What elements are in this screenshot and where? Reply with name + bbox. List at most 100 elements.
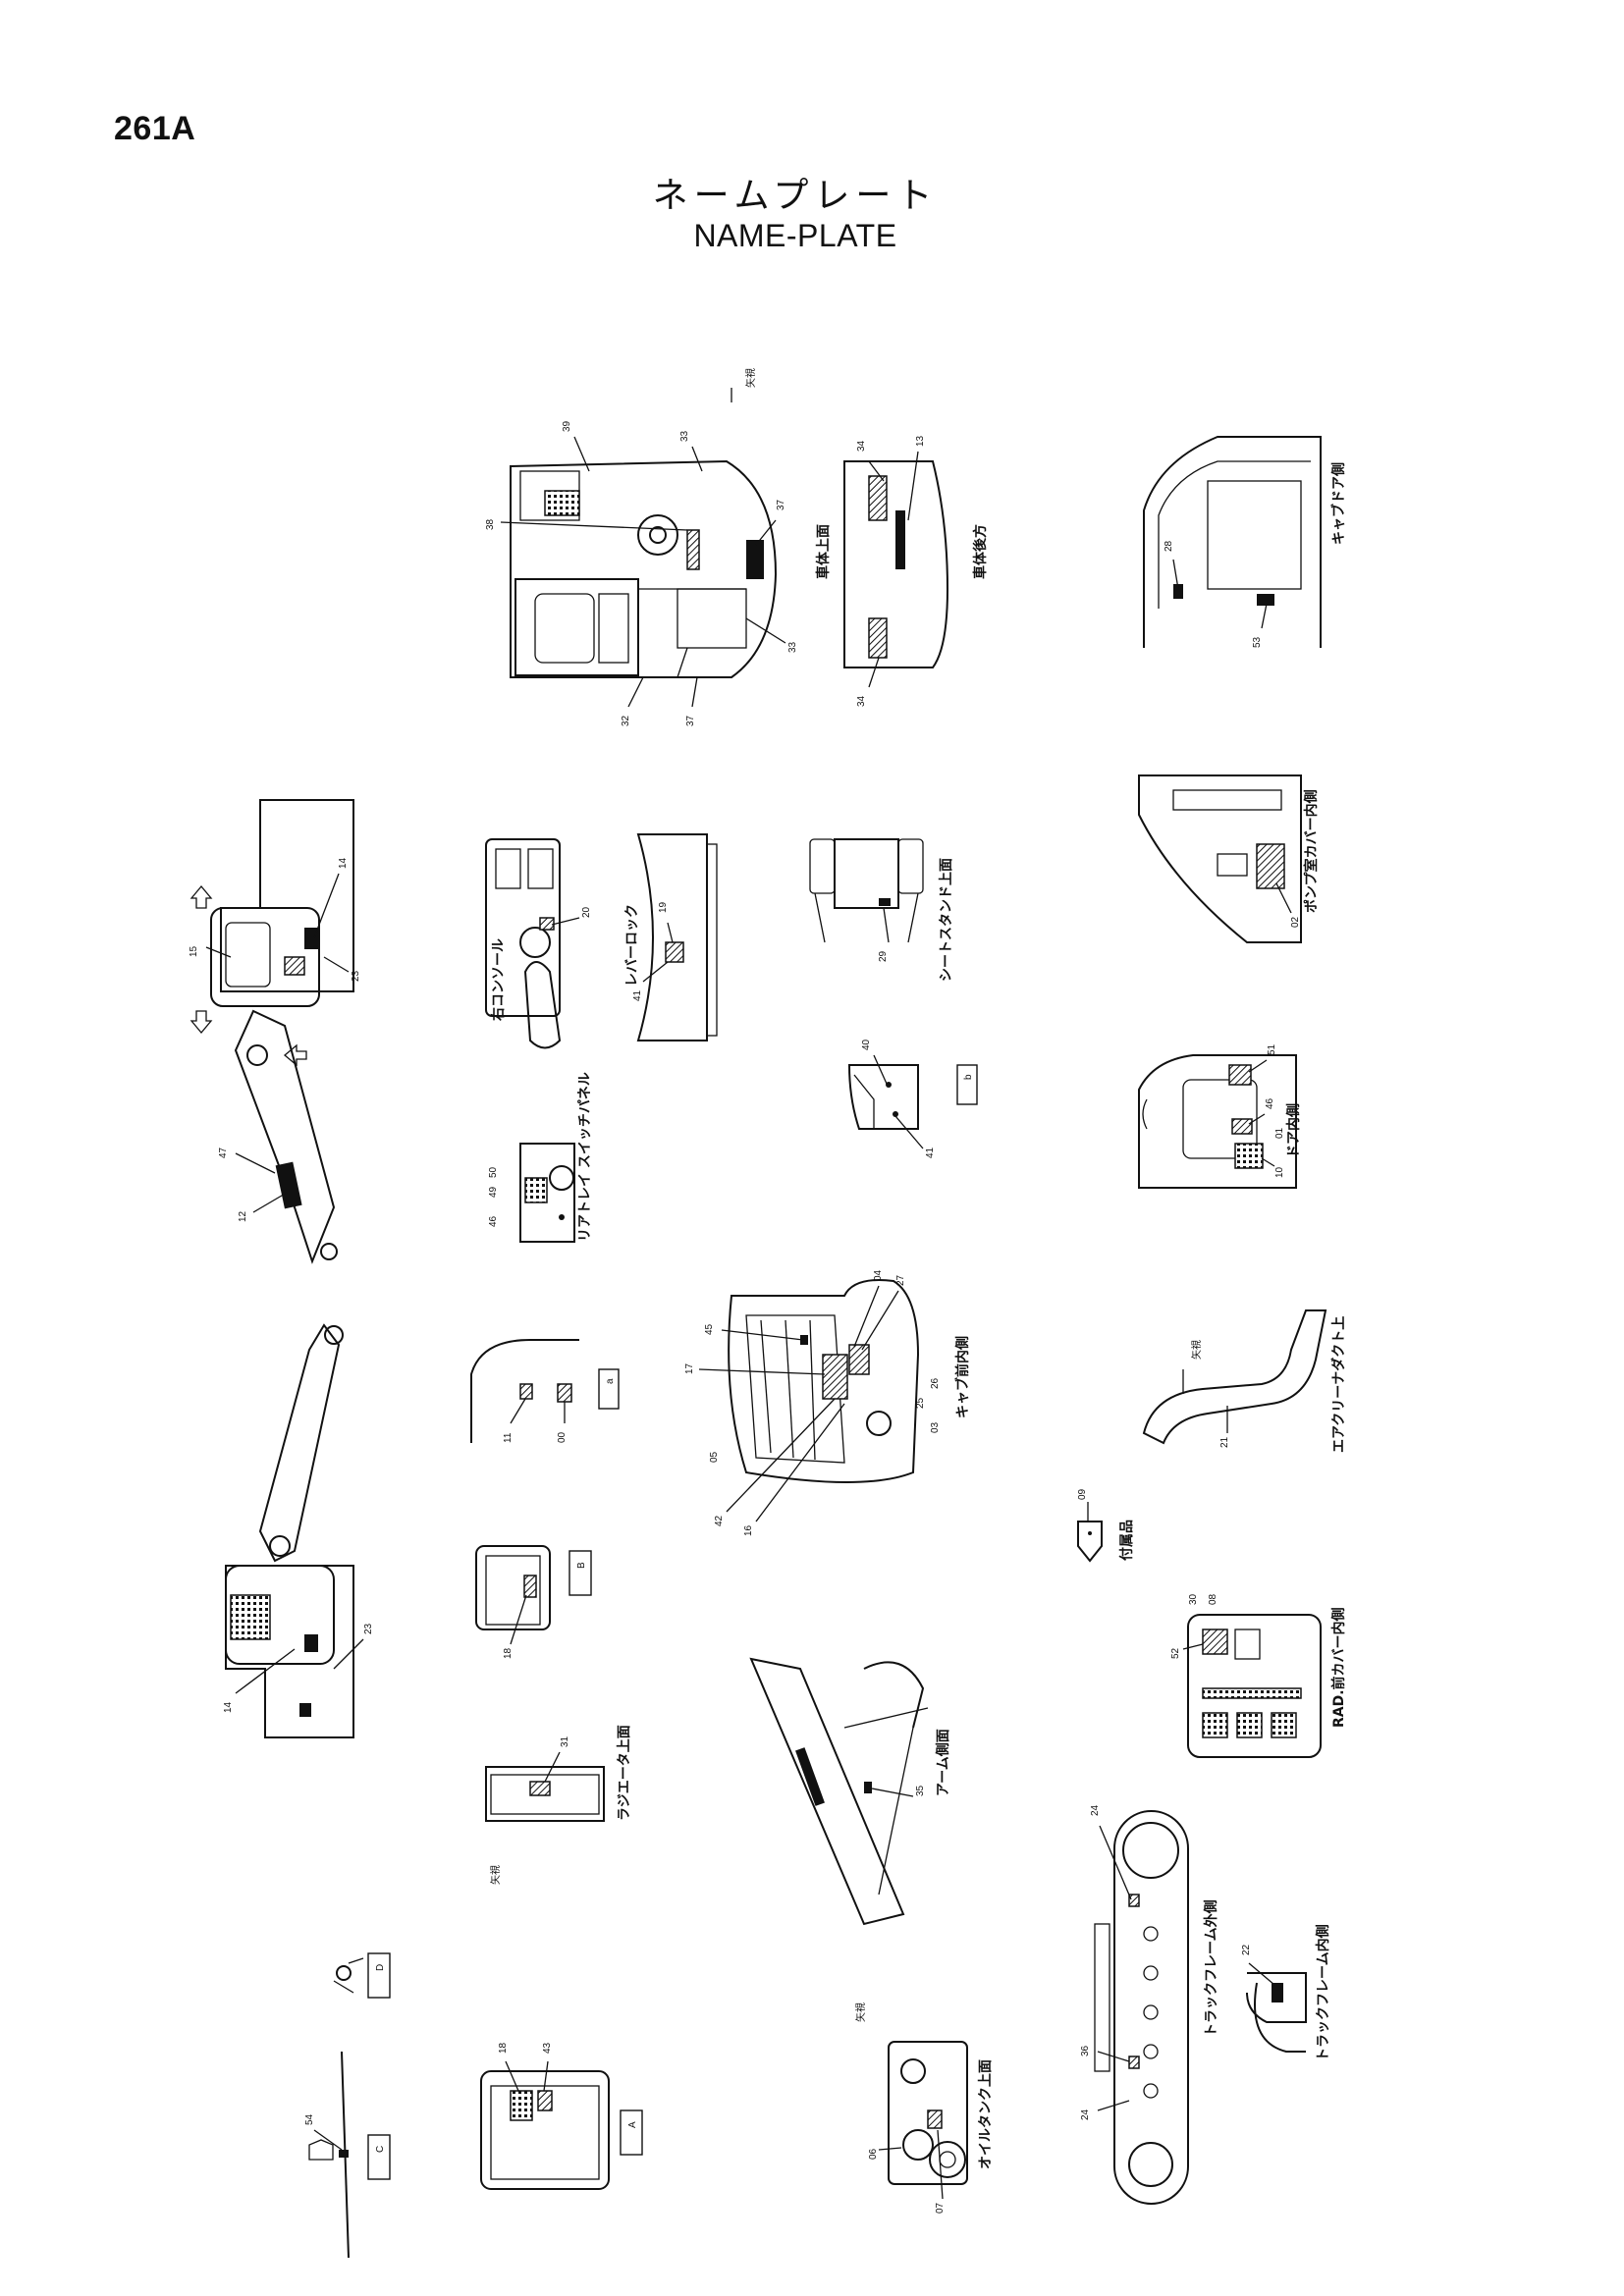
callout-22: 22 xyxy=(1241,1944,1252,1955)
page-title-english: NAME-PLATE xyxy=(693,218,897,253)
view-marker-matter-4: 矢視 xyxy=(854,2002,867,2022)
view-cab-door: 28 53 xyxy=(1143,436,1322,648)
page-number: 261A xyxy=(114,110,196,147)
caption-console-r: 右コンソール xyxy=(490,938,507,1022)
callout-09: 09 xyxy=(1077,1488,1088,1500)
detail-tag-A: A xyxy=(627,2121,638,2128)
callout-30: 30 xyxy=(1188,1593,1199,1605)
callout-54: 54 xyxy=(304,2113,315,2125)
detail-tag-C: C xyxy=(375,2146,386,2153)
view-seat-stand: 29 xyxy=(809,838,924,962)
callout-46: 46 xyxy=(1265,1097,1275,1109)
view-track-outer: 24 36 24 xyxy=(1080,1804,1189,2205)
callout-07: 07 xyxy=(935,2202,946,2214)
callout-41: 41 xyxy=(632,989,643,1001)
callout-37b: 37 xyxy=(685,715,696,726)
callout-34b: 34 xyxy=(856,695,867,707)
callout-24b: 24 xyxy=(1080,2109,1091,2120)
callout-13: 13 xyxy=(915,435,926,447)
callout-14: 14 xyxy=(338,857,349,869)
callout-34: 34 xyxy=(856,440,867,452)
callout-12: 12 xyxy=(238,1210,248,1222)
callout-16: 16 xyxy=(743,1524,754,1536)
view-rad-cover: 30 08 52 xyxy=(1170,1593,1322,1758)
view-marker-matter-1: 矢視 xyxy=(744,368,757,388)
view-detail-C-D: D 54 C xyxy=(304,1952,391,2259)
callout-24: 24 xyxy=(1090,1804,1101,1816)
callout-32: 32 xyxy=(621,715,631,726)
callout-38: 38 xyxy=(485,518,496,530)
view-detail-B: 18 B xyxy=(475,1545,592,1659)
caption-lever-lock: レバーロック xyxy=(624,904,640,987)
caption-radiator-top: ラジエータ上面 xyxy=(617,1725,632,1821)
callout-20: 20 xyxy=(581,906,592,918)
callout-25: 25 xyxy=(915,1397,926,1409)
view-detail-A: 18 43 A xyxy=(480,2042,643,2190)
detail-tag-a: a xyxy=(605,1378,616,1384)
callout-26: 26 xyxy=(930,1377,941,1389)
caption-switch-panel: リアトレイ スイッチパネル xyxy=(577,1072,593,1242)
callout-49: 49 xyxy=(488,1186,499,1198)
callout-40: 40 xyxy=(861,1039,872,1050)
callout-11: 11 xyxy=(503,1432,514,1443)
view-detail-b: 40 41 b xyxy=(847,1039,978,1158)
callout-45: 45 xyxy=(704,1323,715,1335)
detail-tag-B: B xyxy=(576,1562,587,1569)
caption-arm-side: アーム側面 xyxy=(935,1729,951,1796)
callout-29: 29 xyxy=(878,950,889,962)
view-lever-lock: 19 41 xyxy=(632,833,718,1041)
view-door-inner: 51 46 01 10 xyxy=(1138,1043,1297,1189)
caption-oil-tank: オイルタンク上面 xyxy=(978,2059,994,2169)
callout-37: 37 xyxy=(776,499,786,510)
callout-50: 50 xyxy=(488,1166,499,1178)
callout-41b: 41 xyxy=(925,1147,936,1158)
callout-31: 31 xyxy=(560,1735,570,1747)
callout-15: 15 xyxy=(189,945,199,957)
caption-track-inner: トラックフレーム内側 xyxy=(1315,1924,1331,2061)
callout-21: 21 xyxy=(1219,1436,1230,1448)
view-marker-matter-3: 矢視 xyxy=(489,1865,502,1885)
callout-17: 17 xyxy=(684,1362,695,1374)
view-detail-a: 11 00 a xyxy=(470,1339,620,1443)
view-right-console: 20 xyxy=(485,838,592,1049)
callout-18b: 18 xyxy=(498,2042,509,2054)
detail-tag-b: b xyxy=(963,1074,974,1080)
callout-01: 01 xyxy=(1274,1127,1285,1139)
callout-36: 36 xyxy=(1080,2045,1091,2056)
callout-46b: 46 xyxy=(488,1215,499,1227)
callout-47: 47 xyxy=(218,1147,229,1158)
page-title-japanese: ネームプレート xyxy=(652,176,939,216)
view-arm-side: 35 xyxy=(749,1657,929,1926)
view-pump-cover: 02 xyxy=(1138,774,1302,943)
callout-03: 03 xyxy=(930,1421,941,1433)
view-accessory: 09 xyxy=(1077,1488,1103,1563)
view-machine-top: 38 39 33 37 33 32 37 矢視 xyxy=(485,368,798,726)
callout-02: 02 xyxy=(1290,916,1301,928)
caption-door-inner: ドア内側 xyxy=(1285,1103,1302,1158)
caption-accessory: 付属品 xyxy=(1118,1520,1135,1561)
callout-00: 00 xyxy=(557,1431,568,1443)
view-machine-side-upper: 14 15 23 47 12 xyxy=(189,799,361,1264)
callout-52: 52 xyxy=(1170,1647,1181,1659)
callout-14b: 14 xyxy=(223,1701,234,1713)
callout-27: 27 xyxy=(895,1274,906,1286)
caption-pump-cover: ポンプ室カバー内側 xyxy=(1303,789,1320,913)
caption-cab-door: キャブドア側 xyxy=(1330,462,1347,545)
callout-42: 42 xyxy=(714,1515,725,1526)
view-counterweight-rear: 34 13 34 xyxy=(843,435,949,707)
caption-cab-front: キャブ前内側 xyxy=(954,1336,971,1418)
callout-43: 43 xyxy=(542,2042,553,2054)
callout-08: 08 xyxy=(1208,1593,1218,1605)
callout-04: 04 xyxy=(873,1269,884,1281)
view-cab-front: 45 17 05 42 16 04 27 26 25 03 xyxy=(684,1269,941,1536)
caption-cab-top: 車体上面 xyxy=(815,524,832,579)
callout-18: 18 xyxy=(503,1647,514,1659)
view-track-inner: 22 xyxy=(1241,1944,1307,2053)
detail-tag-D: D xyxy=(375,1964,386,1971)
caption-rad-cover: RAD.前カバー内側 xyxy=(1330,1607,1347,1728)
view-oil-tank: 06 07 矢視 xyxy=(854,2002,968,2214)
view-switch-panel: 50 49 46 xyxy=(488,1143,575,1243)
callout-19: 19 xyxy=(658,901,669,913)
caption-air-duct: エアクリーナダクト上 xyxy=(1330,1316,1347,1453)
